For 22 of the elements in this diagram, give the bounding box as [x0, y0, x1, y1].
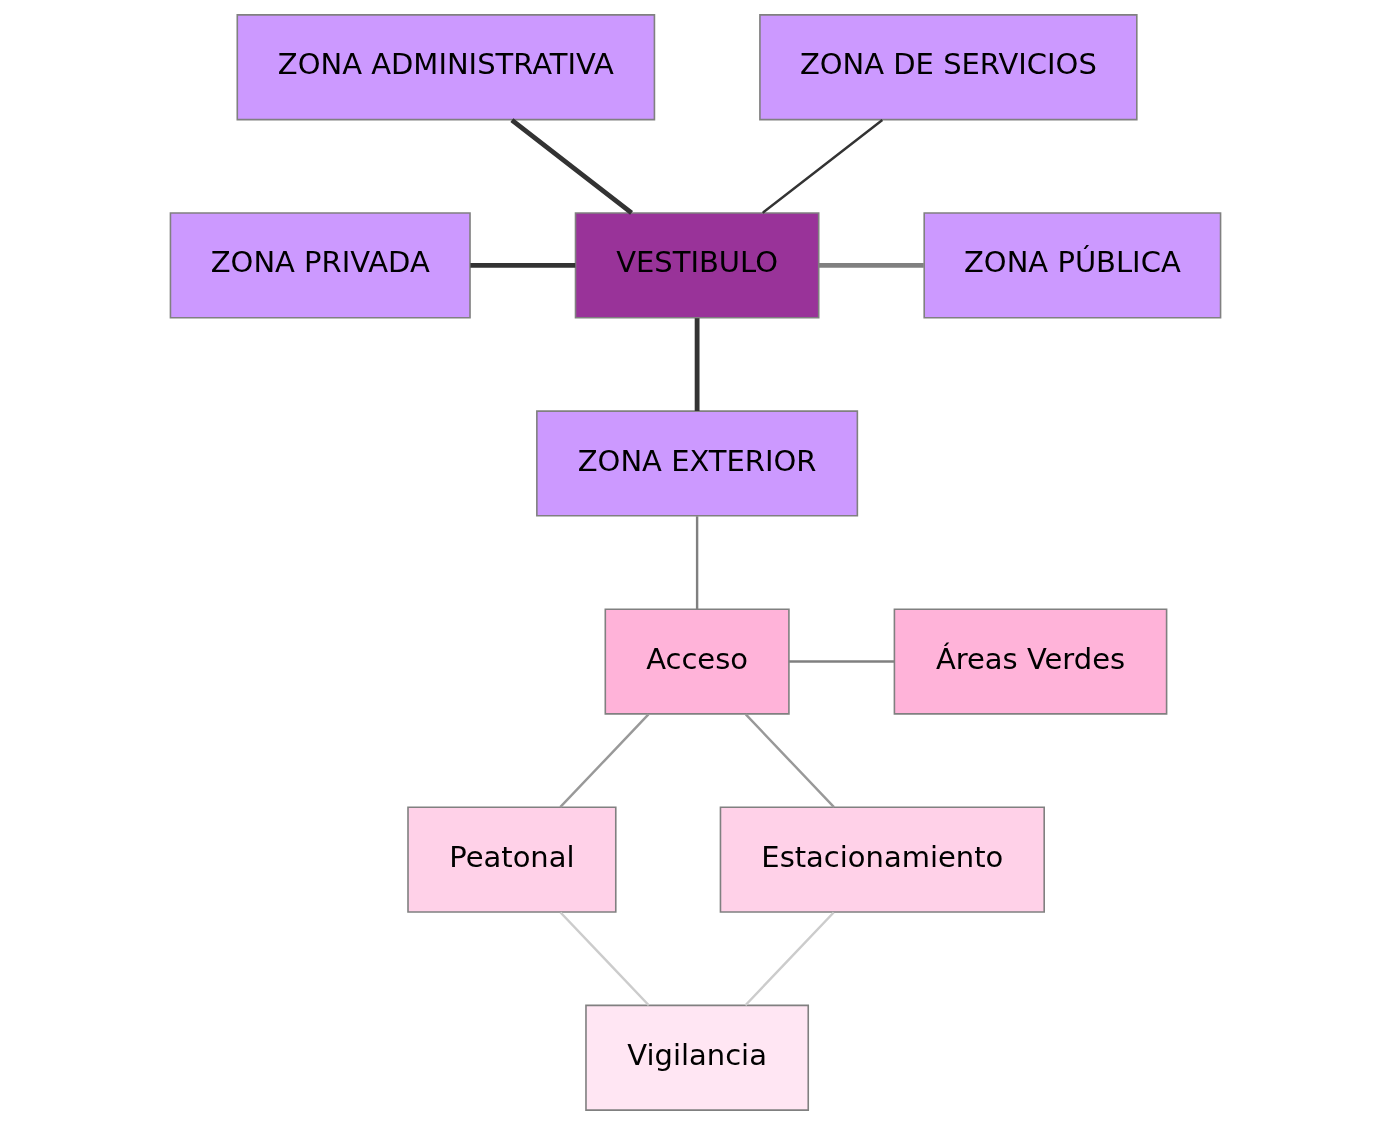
- connector: [694, 318, 700, 411]
- connector: [695, 516, 698, 610]
- connector: [559, 911, 650, 1007]
- connector: [509, 118, 633, 215]
- node-box: ZONA PRIVADA: [169, 212, 471, 319]
- node-box: ZONA DE SERVICIOS: [758, 14, 1138, 121]
- connector: [761, 119, 883, 214]
- node-box: Áreas Verdes: [893, 608, 1167, 715]
- node-box: ZONA EXTERIOR: [535, 410, 858, 517]
- node-box: Peatonal: [406, 806, 617, 913]
- connector: [788, 660, 894, 663]
- connector: [744, 911, 835, 1007]
- connector: [744, 713, 835, 808]
- connector: [469, 262, 575, 268]
- node-box: ZONA ADMINISTRATIVA: [235, 14, 655, 121]
- node-box: ZONA PÚBLICA: [922, 212, 1221, 319]
- node-box: Acceso: [604, 608, 790, 715]
- connector: [818, 262, 924, 268]
- node-box: VESTIBULO: [574, 212, 819, 319]
- node-box: Vigilancia: [584, 1004, 809, 1111]
- connector: [558, 713, 649, 808]
- node-box: Estacionamiento: [719, 806, 1045, 913]
